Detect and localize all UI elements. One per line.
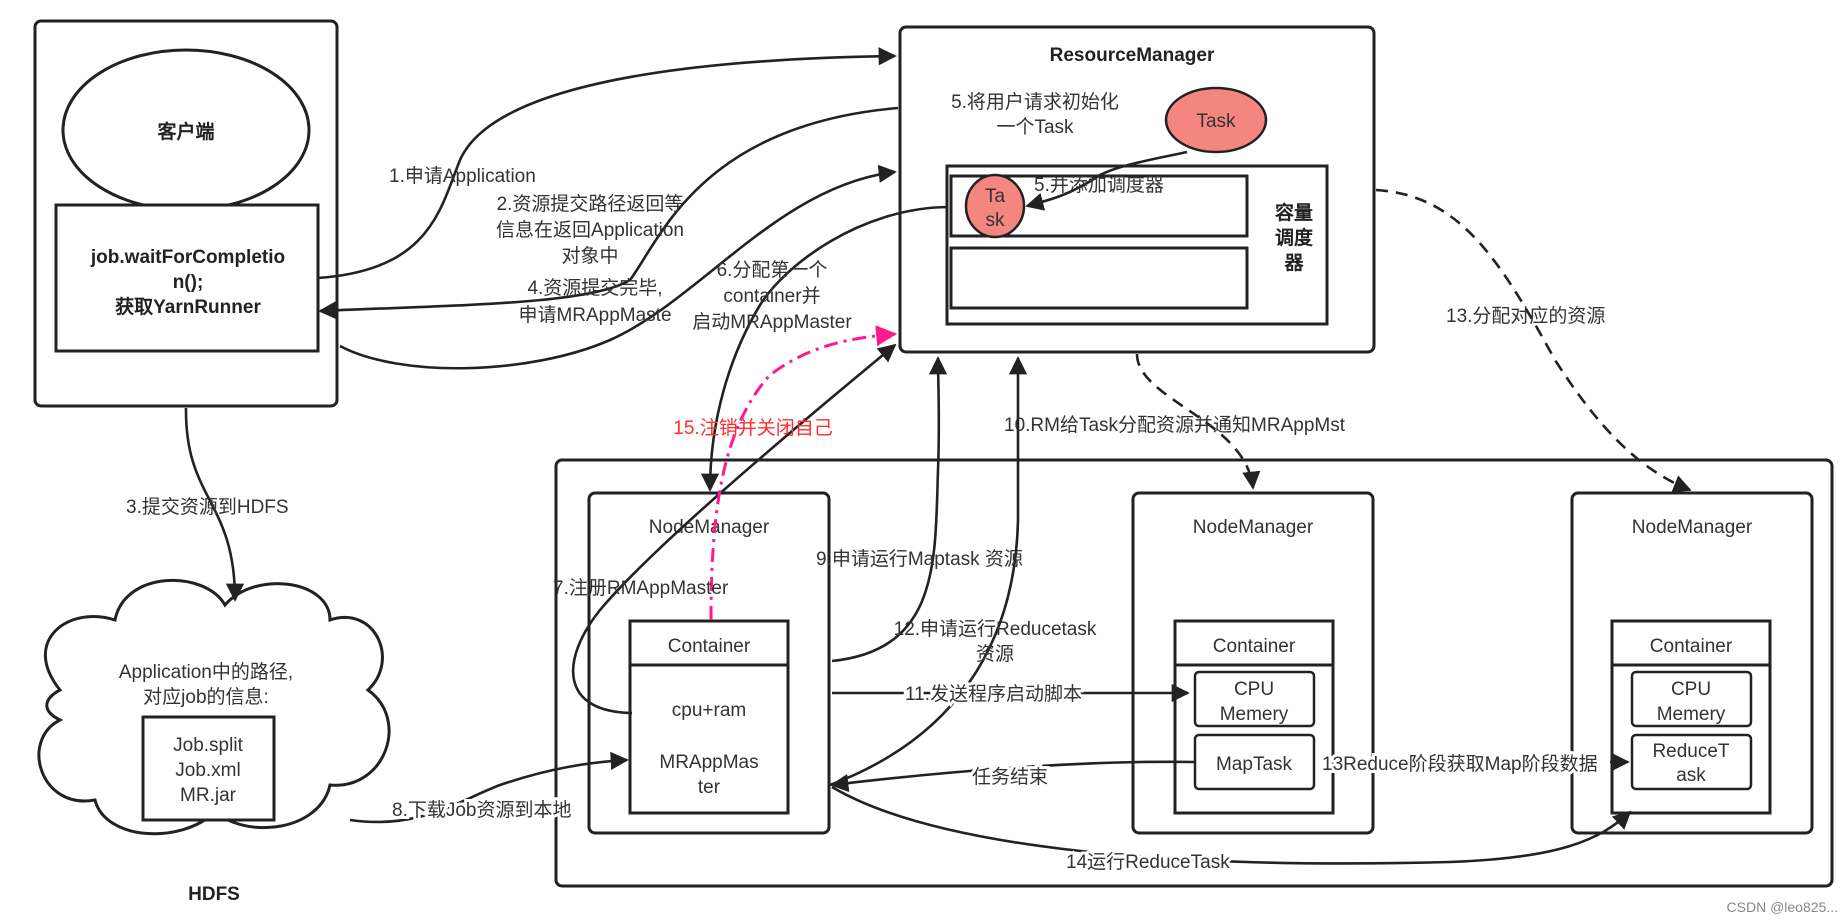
edge-12-label-2: 资源 [976,643,1014,665]
node-manager-1-label: NodeManager [649,517,770,538]
edge-13b-label: 13Reduce阶段获取Map阶段数据 [1322,753,1598,775]
scheduler-queue-2 [949,246,1249,310]
capacity-scheduler-line-3: 器 [1283,252,1304,274]
edge-5b-label: 5.并添加调度器 [1034,174,1164,196]
capacity-scheduler-line-2: 调度 [1275,226,1314,249]
task-done-label: 任务结束 [972,766,1048,788]
cpu-memery-3-line-1: CPU [1671,679,1711,700]
edge-9-12-arrow [831,356,948,663]
edge-6-arrow [700,205,949,492]
edge-14-label: 14运行ReduceTask [1066,851,1230,873]
mrappmaster-line-1: MRAppMas [659,752,758,773]
container-2-label: Container [1213,636,1296,657]
edge-2-label-1: 2.资源提交路径返回等 [497,193,684,215]
edge-13a-label: 13.分配对应的资源 [1446,305,1605,327]
edge-10-label: 10.RM给Task分配资源并通知MRAppMst [1004,414,1346,436]
node-manager-2-label: NodeManager [1193,517,1314,538]
job-call-box [54,203,320,353]
edge-4-arrow [339,164,897,370]
hdfs-file-jar: MR.jar [180,785,237,806]
hdfs-text-line-2: 对应job的信息: [143,686,269,708]
edge-4-label-2: 申请MRAppMaste [518,304,671,326]
hdfs-cloud [37,578,391,836]
edge-2-label-3: 对象中 [561,245,618,267]
hdfs-label: HDFS [188,884,240,905]
edge-12-label-1: 12.申请运行Reducetask [894,618,1097,640]
edge-15-arrow [709,325,898,621]
cpu-memery-2-line-1: CPU [1234,679,1274,700]
cpu-memery-3-box [1630,670,1753,728]
reducetask-box [1630,733,1753,791]
hdfs-file-xml: Job.xml [175,760,240,781]
job-call-line-1: job.waitForCompletio [90,247,285,268]
container-3-label: Container [1650,636,1733,657]
edge-9-label: 9.申请运行Maptask 资源 [816,548,1023,570]
resource-manager-label: ResourceManager [1050,45,1215,66]
container-1-label: Container [668,636,751,657]
edge-7-arrow [571,343,897,715]
cpu-ram-label: cpu+ram [672,700,746,721]
edge5a-label-2: 一个Task [996,116,1074,138]
task-top-ellipse [1164,86,1268,154]
node-manager-3-label: NodeManager [1632,517,1753,538]
edge-8-label: 8.下载Job资源到本地 [392,799,571,821]
job-call-line-2: n(); [173,272,204,293]
edge-10-dashed-arrow [1135,353,1261,490]
edge-4-label-1: 4.资源提交完毕, [527,277,662,299]
edge-13a-dashed-arrow [1375,188,1692,493]
edge-6-label-2: container并 [723,285,820,307]
capacity-scheduler-line-1: 容量 [1275,201,1313,224]
reducetask-line-1: ReduceT [1652,741,1729,762]
watermark: CSDN @leo825... [1727,899,1838,915]
client-label: 客户端 [157,120,214,143]
edge-8-arrow [349,751,629,824]
hdfs-files-box [141,715,276,822]
edge5a-label-1: 5.将用户请求初始化 [951,91,1119,113]
edge-10-arrow [829,356,1028,787]
task-inner-line-2: sk [986,210,1006,231]
edge-7-label: 7.注册RMAppMaster [553,577,729,599]
edge-1-arrow [317,47,897,280]
edge-3-arrow [184,407,245,602]
edge-2-label-2: 信息在返回Application [496,219,684,241]
edge-14-arrow [831,785,1632,865]
maptask-label: MapTask [1216,754,1293,775]
hdfs-text-line-1: Application中的路径, [119,661,293,683]
cpu-memery-2-box [1193,670,1316,728]
edge-5b-arrow [1025,150,1188,211]
mrappmaster-line-2: ter [698,777,721,798]
task-top-label: Task [1196,111,1236,132]
edge-task-done-arrow [830,760,1197,793]
edge-3-label: 3.提交资源到HDFS [126,496,289,518]
edge-15-label: 15.注销并关闭自己 [673,417,832,439]
job-call-line-3: 获取YarnRunner [115,295,261,318]
edge-6-label-1: 6.分配第一个 [717,259,828,281]
container-1-box [628,619,790,815]
task-inner-ellipse [964,173,1026,239]
task-inner-line-1: Ta [985,186,1006,207]
edge-2-arrow [318,106,899,320]
reducetask-line-2: ask [1676,765,1706,786]
cpu-memery-3-line-2: Memery [1657,704,1726,725]
edge-6-label-3: 启动MRAppMaster [692,311,852,333]
hdfs-file-split: Job.split [173,735,243,756]
edge-1-label: 1.申请Application [389,165,536,187]
edge-11-label: 11.发送程序启动脚本 [905,683,1082,705]
cpu-memery-2-line-2: Memery [1220,704,1289,725]
